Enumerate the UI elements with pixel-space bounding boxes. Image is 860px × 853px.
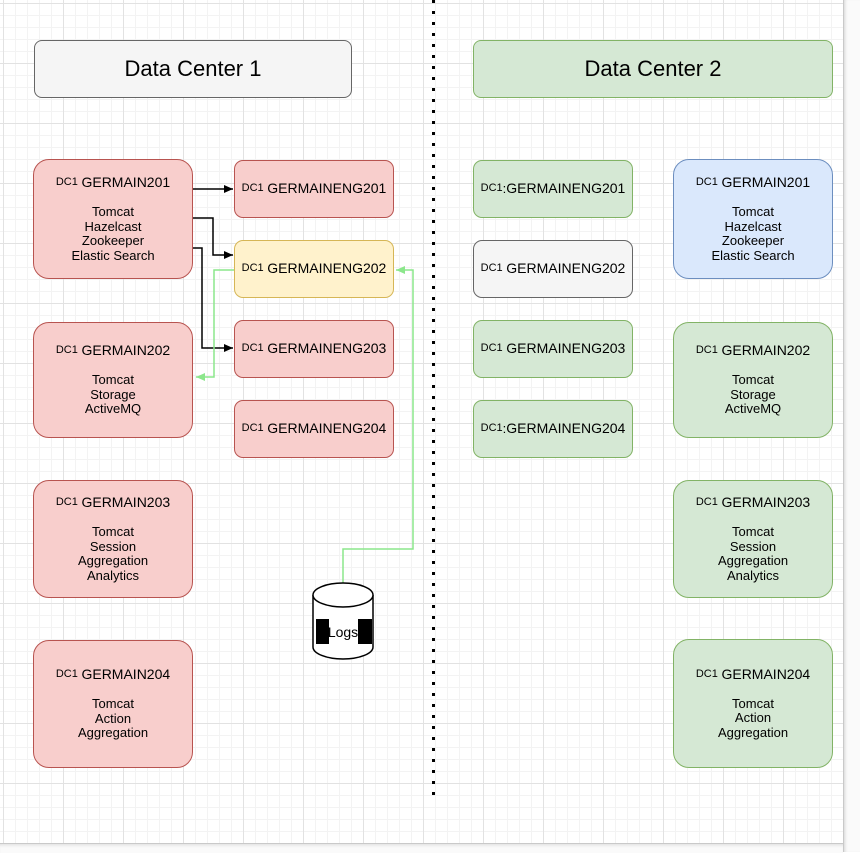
dc2-title-box[interactable]: Data Center 2 bbox=[473, 40, 833, 98]
logs-label-right-black-bar bbox=[358, 619, 372, 644]
node-dc2-germain204[interactable]: DC1 GERMAIN204 Tomcat Action Aggregation bbox=[673, 639, 833, 768]
node-dc2-germain202[interactable]: DC1 GERMAIN202 Tomcat Storage ActiveMQ bbox=[673, 322, 833, 438]
node-title: DC1 GERMAIN201 bbox=[695, 174, 811, 190]
node-dc1-germain204[interactable]: DC1 GERMAIN204 Tomcat Action Aggregation bbox=[33, 640, 193, 768]
node-services: Tomcat Session Aggregation Analytics bbox=[717, 524, 789, 583]
node-dc1-germaineng204[interactable]: DC1 GERMAINENG204 bbox=[234, 400, 394, 458]
node-dc2-germaineng204[interactable]: DC1:GERMAINENG204 bbox=[473, 400, 633, 458]
node-services: Tomcat Session Aggregation Analytics bbox=[77, 524, 149, 583]
node-title: DC1 GERMAIN202 bbox=[695, 342, 811, 359]
node-services: Tomcat Hazelcast Zookeeper Elastic Searc… bbox=[711, 204, 795, 263]
logs-label-left-black-bar bbox=[316, 619, 329, 644]
logs-label: Logs bbox=[328, 624, 358, 640]
node-title: DC1:GERMAINENG201 bbox=[480, 180, 626, 197]
node-title: DC1 GERMAINENG203 bbox=[480, 340, 626, 357]
node-title: DC1 GERMAINENG202 bbox=[480, 260, 626, 277]
node-services: Tomcat Hazelcast Zookeeper Elastic Searc… bbox=[71, 204, 155, 263]
data-center-divider-dotted-line[interactable] bbox=[432, 0, 435, 797]
node-title: DC1 GERMAINENG201 bbox=[241, 180, 387, 197]
node-title: DC1 GERMAINENG203 bbox=[241, 340, 387, 357]
node-dc1-germaineng201[interactable]: DC1 GERMAINENG201 bbox=[234, 160, 394, 218]
node-dc2-germaineng201[interactable]: DC1:GERMAINENG201 bbox=[473, 160, 633, 218]
node-title: DC1 GERMAIN201 bbox=[55, 174, 171, 190]
node-dc1-germain201[interactable]: DC1 GERMAIN201 Tomcat Hazelcast Zookeepe… bbox=[33, 159, 193, 279]
node-dc2-germaineng202[interactable]: DC1 GERMAINENG202 bbox=[473, 240, 633, 298]
dc1-title-label: Data Center 1 bbox=[124, 56, 262, 81]
node-title: DC1:GERMAINENG204 bbox=[480, 420, 626, 437]
node-dc1-germaineng203[interactable]: DC1 GERMAINENG203 bbox=[234, 320, 394, 378]
dc2-title-label: Data Center 2 bbox=[584, 56, 722, 81]
node-title: DC1 GERMAIN204 bbox=[55, 666, 171, 683]
node-title: DC1 GERMAIN203 bbox=[55, 494, 171, 510]
logs-database-cylinder[interactable]: Logs bbox=[312, 582, 374, 660]
node-dc2-germain203[interactable]: DC1 GERMAIN203 Tomcat Session Aggregatio… bbox=[673, 480, 833, 598]
node-services: Tomcat Storage ActiveMQ bbox=[724, 372, 782, 417]
node-dc2-germain201[interactable]: DC1 GERMAIN201 Tomcat Hazelcast Zookeepe… bbox=[673, 159, 833, 279]
node-dc2-germaineng203[interactable]: DC1 GERMAINENG203 bbox=[473, 320, 633, 378]
page-edge-right bbox=[843, 0, 860, 852]
node-title: DC1 GERMAIN203 bbox=[695, 494, 811, 510]
node-dc1-germain202[interactable]: DC1 GERMAIN202 Tomcat Storage ActiveMQ bbox=[33, 322, 193, 438]
node-title: DC1 GERMAINENG202 bbox=[241, 260, 387, 277]
page-edge-bottom bbox=[0, 843, 843, 853]
node-title: DC1 GERMAINENG204 bbox=[241, 420, 387, 437]
dc1-title-box[interactable]: Data Center 1 bbox=[34, 40, 352, 98]
node-services: Tomcat Action Aggregation bbox=[717, 695, 789, 740]
node-title: DC1 GERMAIN204 bbox=[695, 665, 811, 682]
node-title: DC1 GERMAIN202 bbox=[55, 342, 171, 359]
node-services: Tomcat Storage ActiveMQ bbox=[84, 372, 142, 417]
node-dc1-germaineng202[interactable]: DC1 GERMAINENG202 bbox=[234, 240, 394, 298]
node-services: Tomcat Action Aggregation bbox=[77, 696, 149, 741]
node-dc1-germain203[interactable]: DC1 GERMAIN203 Tomcat Session Aggregatio… bbox=[33, 480, 193, 598]
